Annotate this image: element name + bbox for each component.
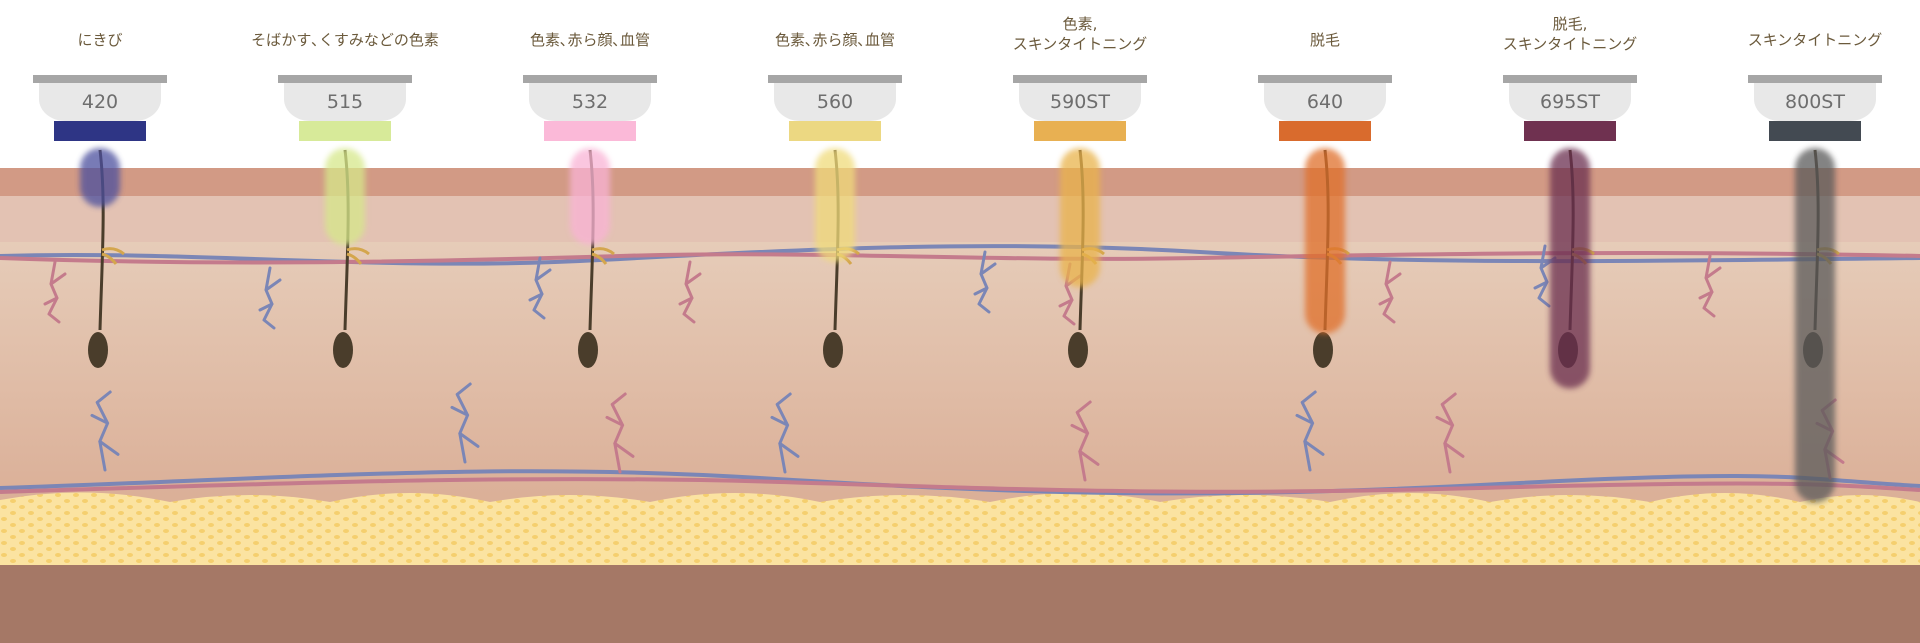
- light-beam: [1060, 148, 1100, 288]
- capillary-upper: [1533, 244, 1557, 308]
- filter-indication-label: 色素, スキンタイトニング: [1012, 15, 1148, 53]
- capillary-lower: [1295, 390, 1325, 472]
- capillary-lower: [1435, 392, 1465, 474]
- handpiece-bar: [33, 75, 167, 83]
- hair-bulb: [1068, 332, 1088, 368]
- handpiece-bar: [278, 75, 412, 83]
- handpiece-head: [1509, 83, 1631, 121]
- light-beam: [570, 148, 610, 246]
- wavelength-label: 590ST: [1050, 91, 1110, 113]
- light-beam: [1550, 148, 1590, 389]
- filter-indication-label: 脱毛, スキンタイトニング: [1502, 15, 1638, 53]
- capillary-lower: [90, 390, 120, 472]
- handpiece-bar: [1013, 75, 1147, 83]
- filter-indication-label: 色素､赤ら顔､血管: [529, 31, 650, 49]
- filter-lens: [1034, 121, 1126, 141]
- light-beam: [80, 148, 120, 208]
- filter-lens: [1769, 121, 1861, 141]
- filter-handpiece: 560: [768, 75, 902, 145]
- handpiece-head: [39, 83, 161, 121]
- filter-handpiece: 532: [523, 75, 657, 145]
- filter-lens: [54, 121, 146, 141]
- filter-lens: [544, 121, 636, 141]
- wavelength-label: 800ST: [1785, 91, 1845, 113]
- filter-lens: [299, 121, 391, 141]
- capillary-upper: [1378, 260, 1402, 324]
- filter-lens: [789, 121, 881, 141]
- handpiece-bar: [1258, 75, 1392, 83]
- hair-bulb: [333, 332, 353, 368]
- handpiece-head: [1264, 83, 1386, 121]
- sebaceous-gland: [101, 247, 125, 265]
- capillary-lower: [605, 392, 635, 474]
- filter-indication-label: そばかす､くすみなどの色素: [251, 31, 439, 49]
- filter-handpiece: 695ST: [1503, 75, 1637, 145]
- light-penetration: [80, 148, 1835, 503]
- filter-indication-label: 脱毛: [1309, 31, 1340, 49]
- filter-lens: [1524, 121, 1616, 141]
- hair-bulb: [88, 332, 108, 368]
- light-beam: [325, 148, 365, 246]
- capillary-upper: [258, 266, 282, 330]
- filter-indication-label: スキンタイトニング: [1747, 31, 1883, 49]
- capillary-lower: [1070, 400, 1100, 482]
- hair-bulb: [823, 332, 843, 368]
- sebaceous-gland: [591, 247, 615, 265]
- wavelength-label: 695ST: [1540, 91, 1600, 113]
- filter-lens: [1279, 121, 1371, 141]
- wavelength-label: 532: [571, 91, 609, 113]
- capillary-upper: [43, 260, 67, 324]
- light-beam: [1795, 148, 1835, 503]
- filter-handpiece: 420: [33, 75, 167, 145]
- handpiece-bar: [1748, 75, 1882, 83]
- hair-bulb: [578, 332, 598, 368]
- filter-indication-label: にきび: [77, 31, 123, 49]
- filter-indication-label: 色素､赤ら顔､血管: [774, 31, 895, 49]
- fat-layer: [0, 492, 1920, 565]
- light-beam: [815, 148, 855, 262]
- handpiece-head: [1754, 83, 1876, 121]
- handpiece-head: [529, 83, 651, 121]
- filter-handpiece: 590ST: [1013, 75, 1147, 145]
- filter-handpiece: 640: [1258, 75, 1392, 145]
- lower-artery: [0, 477, 1920, 494]
- filter-handpiece: 515: [278, 75, 412, 145]
- capillary-upper: [973, 250, 997, 314]
- handpiece-head: [1019, 83, 1141, 121]
- capillary-upper: [1698, 254, 1722, 318]
- wavelength-label: 420: [81, 91, 119, 113]
- sebaceous-gland: [346, 247, 370, 265]
- epidermis-surface: [0, 168, 1920, 196]
- muscle-layer: [0, 565, 1920, 643]
- handpiece-head: [284, 83, 406, 121]
- handpiece-head: [774, 83, 896, 121]
- wavelength-label: 515: [326, 91, 364, 113]
- capillary-upper: [528, 256, 552, 320]
- capillary-lower: [450, 382, 480, 464]
- capillary-upper: [678, 260, 702, 324]
- hair-bulb: [1313, 332, 1333, 368]
- wavelength-label: 560: [816, 91, 854, 113]
- filter-handpiece: 800ST: [1748, 75, 1882, 145]
- handpiece-bar: [523, 75, 657, 83]
- capillary-lower: [770, 392, 800, 474]
- handpiece-bar: [1503, 75, 1637, 83]
- epidermis-layer: [0, 196, 1920, 242]
- light-beam: [1305, 148, 1345, 334]
- wavelength-label: 640: [1306, 91, 1344, 113]
- handpiece-bar: [768, 75, 902, 83]
